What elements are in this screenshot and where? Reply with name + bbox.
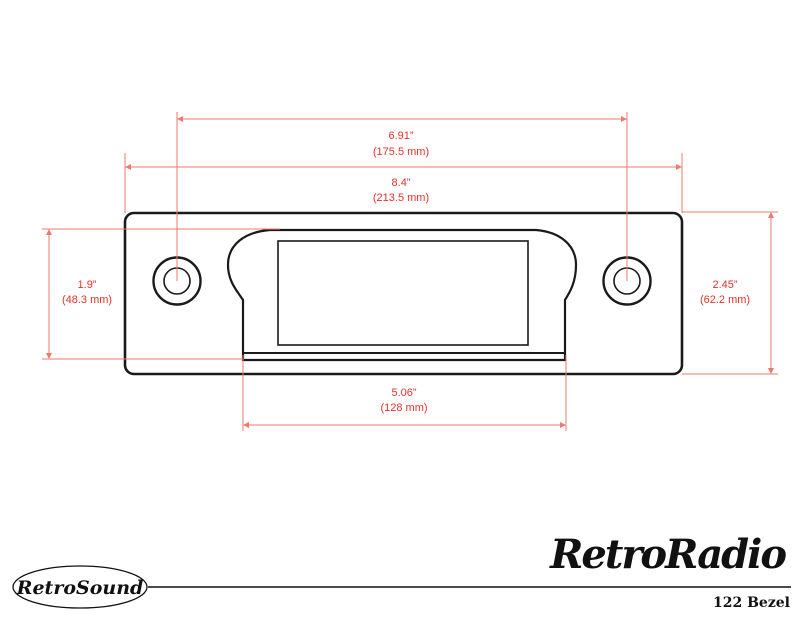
drawing-title: 122 Bezel — [713, 595, 790, 611]
dimension-overall-width: 8.4” (213.5 mm) — [124, 153, 683, 213]
svg-text:RetroSound: RetroSound — [16, 577, 144, 599]
overall-width-mm: (213.5 mm) — [373, 192, 429, 204]
retroradio-logo: RetroRadio — [549, 531, 786, 578]
opening-height-mm: (48.3 mm) — [62, 294, 112, 306]
opening-width-mm: (128 mm) — [380, 402, 427, 414]
dimension-opening-height: 1.9” (48.3 mm) — [42, 228, 280, 360]
dimension-overall-height: 2.45” (62.2 mm) — [682, 211, 778, 375]
opening-width-inches: 5.06” — [391, 387, 416, 399]
opening-height-inches: 1.9” — [78, 279, 97, 291]
retrosound-logo: RetroSound — [12, 565, 148, 609]
hole-spacing-inches: 6.91” — [388, 130, 413, 142]
overall-height-mm: (62.2 mm) — [700, 294, 750, 306]
dimension-hole-spacing: 6.91” (175.5 mm) — [176, 112, 628, 281]
dimension-opening-width: 5.06” (128 mm) — [242, 355, 567, 431]
hole-spacing-mm: (175.5 mm) — [373, 146, 429, 158]
bezel-outline — [123, 211, 684, 376]
overall-width-inches: 8.4” — [392, 177, 411, 189]
overall-height-inches: 2.45” — [712, 279, 737, 291]
